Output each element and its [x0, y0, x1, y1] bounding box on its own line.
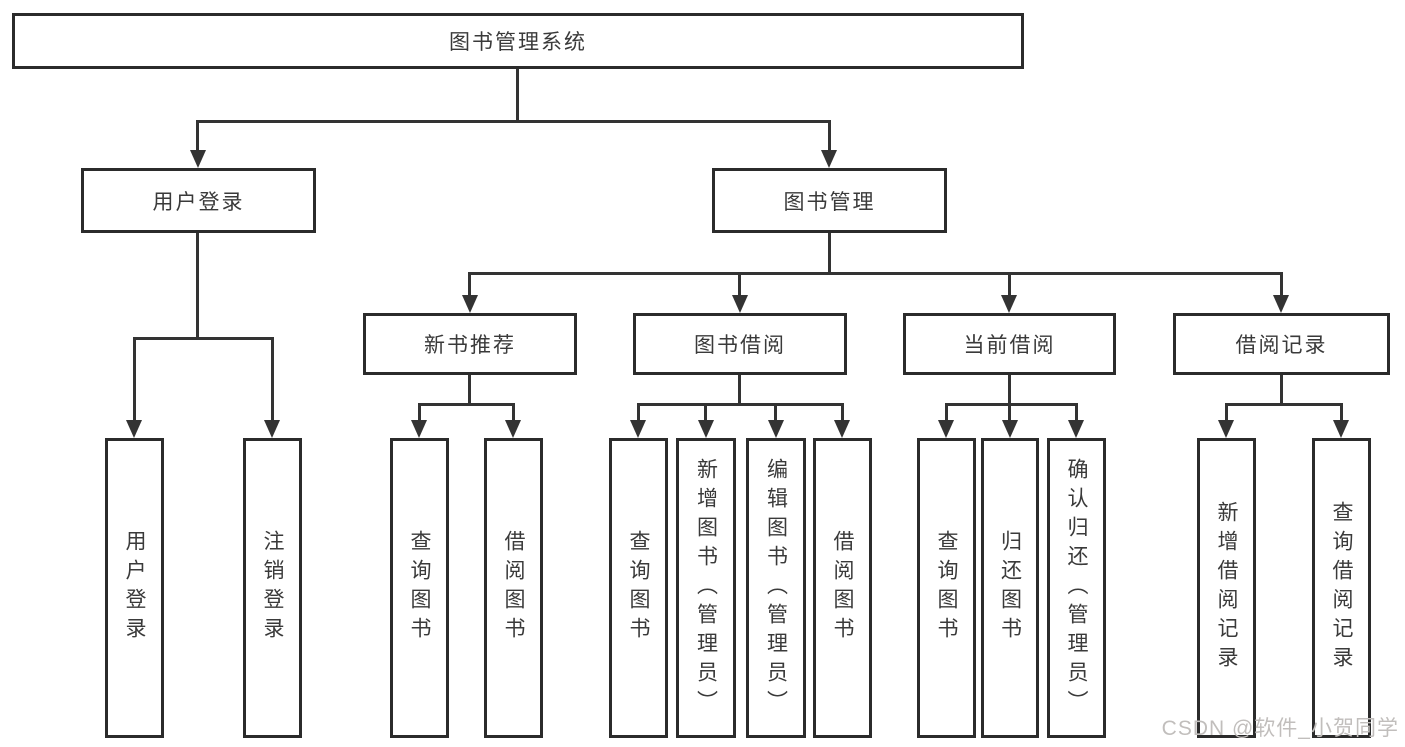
leaf-add-book-admin: 新增图书（管理员）	[676, 438, 736, 738]
connector-stem	[1008, 272, 1011, 295]
leaf-query-books-recommend: 查询图书	[390, 438, 449, 738]
leaf-user-login: 用户登录	[105, 438, 164, 738]
connector-stem	[1280, 375, 1283, 403]
connector-stem	[1340, 403, 1343, 420]
leaf-label: 编辑图书（管理员）	[764, 457, 788, 719]
leaf-label: 新增借阅记录	[1215, 501, 1238, 675]
node-user-login: 用户登录	[81, 168, 316, 233]
node-borrowing-records: 借阅记录	[1173, 313, 1390, 375]
connector-branch	[133, 337, 273, 340]
arrowhead-down-icon	[264, 420, 280, 438]
connector-stem	[133, 337, 136, 420]
connector-branch	[468, 272, 1282, 275]
connector-branch	[1225, 403, 1343, 406]
leaf-label: 用户登录	[123, 530, 146, 646]
arrowhead-down-icon	[190, 150, 206, 168]
node-label: 用户登录	[152, 190, 245, 214]
leaf-borrow-books-recommend: 借阅图书	[484, 438, 543, 738]
leaf-label: 借阅图书	[502, 530, 525, 646]
arrowhead-down-icon	[698, 420, 714, 438]
connector-stem	[637, 403, 640, 420]
node-new-book-recommend: 新书推荐	[363, 313, 577, 375]
node-label: 新书推荐	[424, 334, 516, 357]
arrowhead-down-icon	[630, 420, 646, 438]
leaf-label: 查询图书	[627, 530, 650, 646]
connector-stem	[1008, 375, 1011, 403]
connector-stem	[828, 120, 831, 153]
node-book-borrowing: 图书借阅	[633, 313, 847, 375]
connector-stem	[841, 403, 844, 420]
connector-branch	[196, 120, 830, 123]
connector-branch	[945, 403, 1078, 406]
arrowhead-down-icon	[834, 420, 850, 438]
leaf-label: 查询图书	[935, 530, 958, 646]
connector-stem	[1225, 403, 1228, 420]
arrowhead-down-icon	[411, 420, 427, 438]
arrowhead-down-icon	[126, 420, 142, 438]
arrowhead-down-icon	[768, 420, 784, 438]
connector-stem	[468, 375, 471, 403]
arrowhead-down-icon	[1333, 420, 1349, 438]
connector-stem	[738, 375, 741, 403]
leaf-label: 确认归还（管理员）	[1065, 457, 1088, 719]
node-label: 图书借阅	[694, 334, 786, 357]
connector-branch	[418, 403, 515, 406]
leaf-query-books-current: 查询图书	[917, 438, 976, 738]
connector-stem	[196, 233, 199, 337]
leaf-label: 归还图书	[998, 530, 1022, 646]
connector-stem	[828, 233, 831, 272]
connector-stem	[418, 403, 421, 420]
leaf-confirm-return-admin: 确认归还（管理员）	[1047, 438, 1106, 738]
node-label: 图书管理	[783, 190, 876, 214]
arrowhead-down-icon	[1001, 295, 1017, 313]
arrowhead-down-icon	[821, 150, 837, 168]
connector-stem	[774, 403, 777, 420]
arrowhead-down-icon	[1273, 295, 1289, 313]
connector-stem	[704, 403, 707, 420]
arrowhead-down-icon	[462, 295, 478, 313]
arrowhead-down-icon	[732, 295, 748, 313]
leaf-label: 借阅图书	[831, 530, 854, 646]
arrowhead-down-icon	[1002, 420, 1018, 438]
node-label: 借阅记录	[1235, 334, 1328, 357]
node-root-system: 图书管理系统	[12, 13, 1024, 69]
arrowhead-down-icon	[1218, 420, 1234, 438]
leaf-label: 新增图书（管理员）	[694, 457, 718, 719]
node-book-management: 图书管理	[712, 168, 947, 233]
connector-stem	[945, 403, 948, 420]
node-label: 图书管理系统	[449, 31, 587, 54]
leaf-edit-book-admin: 编辑图书（管理员）	[746, 438, 806, 738]
arrowhead-down-icon	[1068, 420, 1084, 438]
arrowhead-down-icon	[505, 420, 521, 438]
leaf-return-book: 归还图书	[981, 438, 1039, 738]
leaf-label: 查询图书	[408, 530, 431, 646]
connector-stem	[1008, 403, 1011, 420]
arrowhead-down-icon	[938, 420, 954, 438]
leaf-label: 注销登录	[261, 530, 284, 646]
connector-stem	[738, 272, 741, 295]
leaf-borrow-books-borrowing: 借阅图书	[813, 438, 872, 738]
connector-stem	[196, 120, 199, 153]
leaf-label: 查询借阅记录	[1330, 501, 1353, 675]
node-current-borrowing: 当前借阅	[903, 313, 1116, 375]
leaf-query-books-borrowing: 查询图书	[609, 438, 668, 738]
connector-stem	[468, 272, 471, 295]
csdn-watermark: CSDN @软件_小贺同学	[1161, 717, 1399, 740]
connector-stem	[512, 403, 515, 420]
node-label: 当前借阅	[963, 334, 1056, 357]
leaf-query-borrow-record: 查询借阅记录	[1312, 438, 1371, 738]
connector-stem	[516, 69, 519, 120]
connector-stem	[1075, 403, 1078, 420]
connector-branch	[637, 403, 844, 406]
leaf-logout: 注销登录	[243, 438, 302, 738]
connector-stem	[1280, 272, 1283, 295]
leaf-add-borrow-record: 新增借阅记录	[1197, 438, 1256, 738]
connector-stem	[271, 337, 274, 420]
